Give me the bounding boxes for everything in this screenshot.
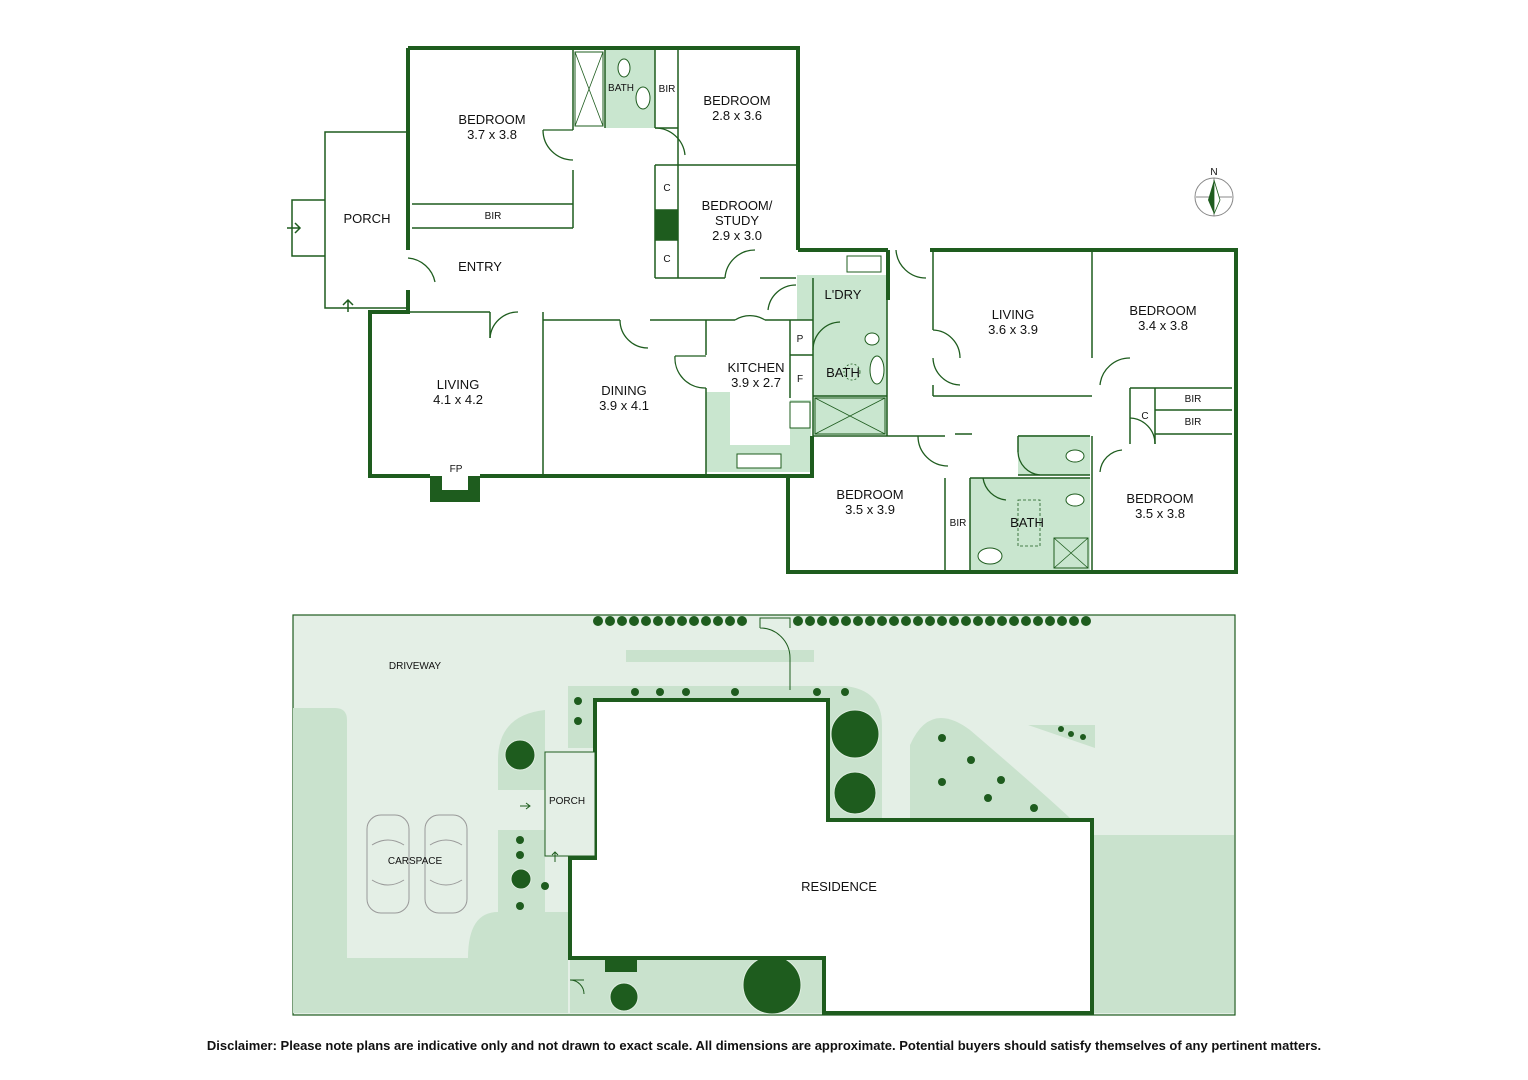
room-living-2-name: LIVING <box>992 307 1035 322</box>
room-kitchen-name: KITCHEN <box>727 360 784 375</box>
lawn-right <box>1093 835 1234 1013</box>
disclaimer-text: Disclaimer: Please note plans are indica… <box>206 1038 1322 1053</box>
tree-icon <box>609 982 639 1012</box>
room-entry-name: ENTRY <box>458 259 502 274</box>
room-bedroom-4-size: 3.5 x 3.9 <box>845 502 895 517</box>
room-bedroom-5-size: 3.5 x 3.8 <box>1135 506 1185 521</box>
room-bath-1-name: BATH <box>608 83 634 94</box>
room-bedroom-1-size: 3.7 x 3.8 <box>467 127 517 142</box>
room-living-1-size: 4.1 x 4.2 <box>433 392 483 407</box>
room-bedroom-3-name: BEDROOM <box>1129 303 1196 318</box>
fixtures <box>574 51 1089 569</box>
car-icon <box>366 814 410 914</box>
compass: N <box>1194 167 1234 217</box>
room-bedroom-2-size: 2.8 x 3.6 <box>712 108 762 123</box>
room-bath-3-name: BATH <box>1010 515 1044 530</box>
site-porch-label: PORCH <box>549 796 585 807</box>
fireplace-label: FP <box>450 464 463 475</box>
room-living-2-size: 3.6 x 3.9 <box>988 322 1038 337</box>
garden-bed-east <box>910 718 1070 818</box>
room-kitchen-size: 3.9 x 2.7 <box>731 375 781 390</box>
room-study-name: BEDROOM/ <box>702 198 773 213</box>
tree-icon <box>504 739 536 771</box>
hedge-row <box>593 616 1091 626</box>
room-laundry-name: L'DRY <box>825 287 862 302</box>
hall-cupboard-block <box>655 210 678 240</box>
tree-icon <box>833 771 877 815</box>
site-porch <box>544 751 596 857</box>
tree-icon <box>830 709 880 759</box>
path-strip <box>626 650 814 662</box>
cupboard-label-3: C <box>1141 411 1148 422</box>
fridge-label: F <box>797 374 803 385</box>
room-porch-name: PORCH <box>344 211 391 226</box>
front-gate <box>759 617 791 690</box>
laundry-floor <box>797 275 887 320</box>
kitchen-bench <box>706 392 811 472</box>
bir-label-5: BIR <box>950 518 967 529</box>
compass-needle-icon <box>1208 180 1214 214</box>
room-study-name-2: STUDY <box>715 213 759 228</box>
room-study-size: 2.9 x 3.0 <box>712 228 762 243</box>
room-bedroom-3-size: 3.4 x 3.8 <box>1138 318 1188 333</box>
bir-label-4: BIR <box>1185 417 1202 428</box>
pantry-label: P <box>797 334 804 345</box>
room-bath-2-name: BATH <box>826 365 860 380</box>
door-swings <box>407 127 1156 501</box>
cupboard-label-2: C <box>663 254 670 265</box>
car-icon <box>424 814 468 914</box>
room-bedroom-4-name: BEDROOM <box>836 487 903 502</box>
site-residence-label: RESIDENCE <box>801 879 877 894</box>
room-bedroom-5-name: BEDROOM <box>1126 491 1193 506</box>
rear-structure <box>605 958 637 972</box>
site-driveway-label: DRIVEWAY <box>389 661 442 672</box>
small-shrubs <box>516 688 1086 910</box>
room-labels: BEDROOM 3.7 x 3.8 BATH BIR BEDROOM 2.8 x… <box>344 83 1202 530</box>
garden-bed-triangle <box>1028 725 1095 748</box>
room-living-1-name: LIVING <box>437 377 480 392</box>
lawn-left <box>293 708 568 1013</box>
room-bir-1-name: BIR <box>659 84 676 95</box>
tree-icon <box>510 868 532 890</box>
fireplace-hearth <box>442 476 468 490</box>
bir-label-3: BIR <box>1185 394 1202 405</box>
cupboard-label-1: C <box>663 183 670 194</box>
room-bedroom-1-name: BEDROOM <box>458 112 525 127</box>
side-gate <box>569 979 585 995</box>
porch-outline <box>287 131 406 312</box>
residence-footprint <box>568 698 1094 1015</box>
site-plan: DRIVEWAY PORCH CARSPACE RESIDENCE <box>292 614 1236 1016</box>
room-dining-size: 3.9 x 4.1 <box>599 398 649 413</box>
site-carspace-label: CARSPACE <box>388 856 443 867</box>
room-dining-name: DINING <box>601 383 647 398</box>
room-bir-2-name: BIR <box>485 211 502 222</box>
room-bedroom-2-name: BEDROOM <box>703 93 770 108</box>
compass-north-label: N <box>1210 167 1217 178</box>
tree-icon <box>742 955 802 1015</box>
